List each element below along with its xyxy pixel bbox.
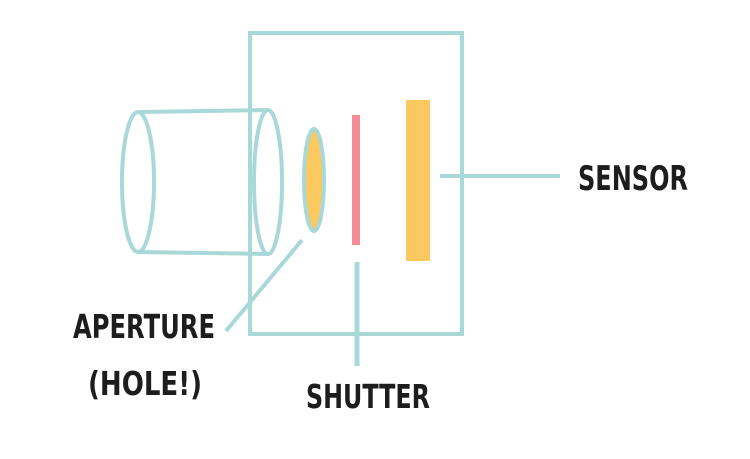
lens-back-ellipse (120, 110, 156, 254)
sensor-plate (406, 100, 430, 261)
lens-barrel (120, 108, 284, 256)
lens-barrel-top-edge (137, 108, 269, 114)
aperture-leader-line (224, 238, 304, 333)
sensor-label: SENSOR (578, 159, 688, 199)
shutter-blade (352, 115, 360, 245)
aperture-label-line2: (HOLE!) (88, 364, 202, 403)
shutter-label: SHUTTER (306, 377, 430, 416)
aperture-label-line1: APERTURE (73, 307, 215, 346)
lens-barrel-bottom-edge (137, 250, 269, 256)
aperture-ring (302, 127, 326, 233)
lens-front-ellipse (252, 108, 284, 256)
